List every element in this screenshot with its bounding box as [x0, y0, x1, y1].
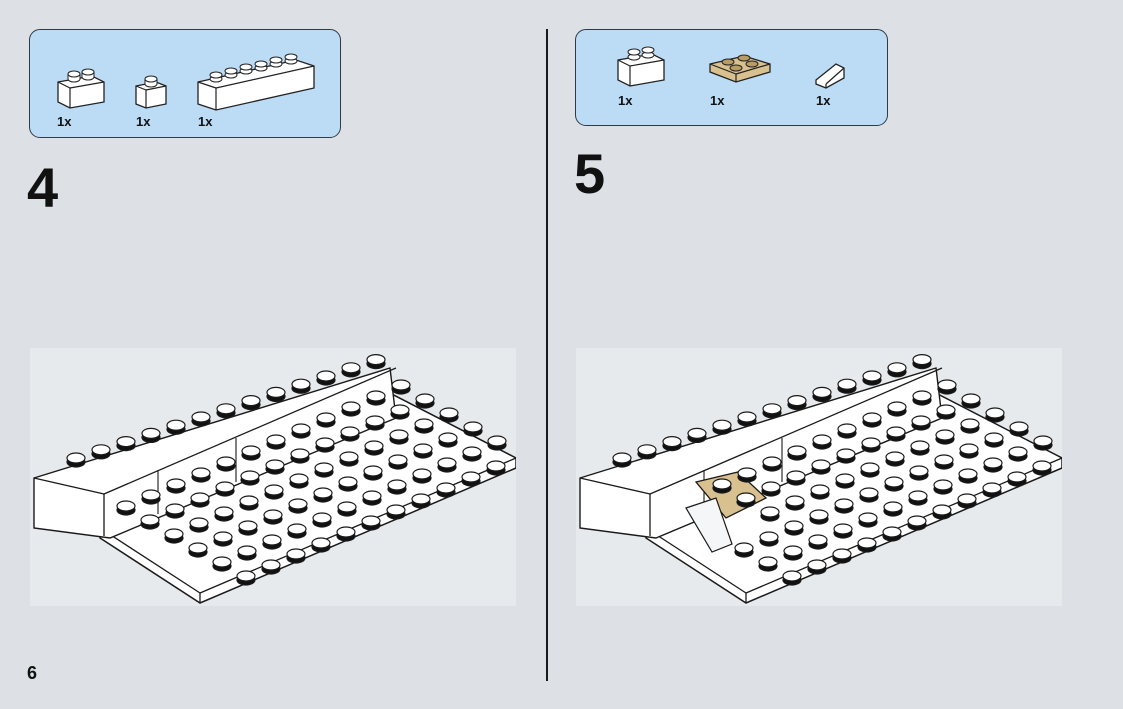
- step-5-assembly-illustration: [576, 348, 1062, 606]
- part-brick-1x6-icon: [196, 38, 318, 114]
- step-number: 5: [574, 146, 605, 202]
- part-qty: 1x: [710, 93, 724, 108]
- part-slope-1x1-icon: [814, 60, 850, 90]
- part-brick-1x1-icon: [134, 74, 170, 114]
- parts-callout-step-5: 1x 1x 1x: [575, 29, 888, 126]
- page-number: 6: [27, 663, 37, 684]
- part-brick-1x2-icon: [616, 46, 668, 92]
- step-number: 4: [27, 160, 58, 216]
- page-divider: [546, 29, 548, 681]
- part-qty: 1x: [136, 114, 150, 129]
- part-plate-2x2-tan-icon: [708, 50, 772, 90]
- part-qty: 1x: [57, 114, 71, 129]
- part-qty: 1x: [198, 114, 212, 129]
- parts-callout-step-4: 1x 1x 1x: [29, 29, 341, 138]
- part-qty: 1x: [618, 93, 632, 108]
- part-brick-1x2-icon: [56, 68, 108, 114]
- part-qty: 1x: [816, 93, 830, 108]
- step-4-assembly-illustration: [30, 348, 516, 606]
